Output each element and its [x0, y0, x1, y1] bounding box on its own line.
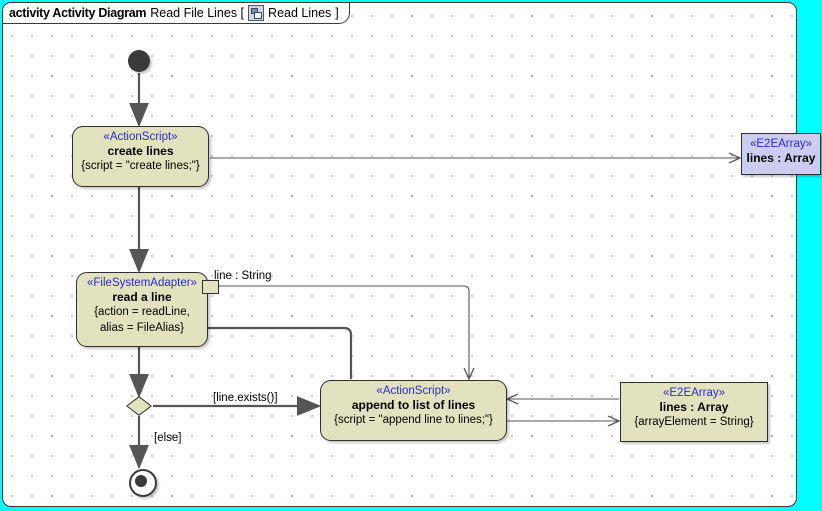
stereotype-label: «FileSystemAdapter»: [87, 277, 197, 289]
diagram-bracket-close: ]: [335, 6, 339, 20]
edge-append-to-read-a-line: [142, 318, 353, 379]
object-properties: {arrayElement = String}: [634, 416, 754, 428]
action-properties: {script = "append line to lines;"}: [334, 414, 493, 426]
output-pin-label: line : String: [214, 270, 272, 282]
action-properties: {script = "create lines;"}: [81, 160, 200, 172]
diagram-title-tab: activity Activity Diagram Read File Line…: [3, 3, 350, 24]
action-properties-line1: {action = readLine,: [94, 306, 190, 318]
stereotype-label: «ActionScript»: [103, 131, 178, 143]
stereotype-label: «ActionScript»: [376, 385, 451, 397]
diagram-keyword: activity Activity Diagram: [9, 6, 147, 20]
action-read-a-line[interactable]: «FileSystemAdapter» read a line {action …: [76, 272, 208, 347]
edge-layer: [129, 73, 797, 470]
stereotype-label: «E2EArray»: [749, 138, 812, 150]
action-create-lines[interactable]: «ActionScript» create lines {script = "c…: [72, 126, 209, 187]
object-name: lines : Array: [659, 400, 729, 414]
guard-else: [else]: [154, 432, 182, 444]
guard-line-exists: [line.exists()]: [213, 392, 278, 404]
action-properties-line2: alias = FileAlias}: [99, 322, 185, 334]
action-append-to-list-of-lines[interactable]: «ActionScript» append to list of lines {…: [320, 380, 507, 441]
output-pin-line[interactable]: [202, 280, 219, 294]
object-name: lines : Array: [746, 151, 816, 165]
object-node-lines-array-top[interactable]: «E2EArray» lines : Array: [741, 133, 821, 175]
action-name: create lines: [107, 144, 174, 158]
initial-node[interactable]: [128, 50, 150, 72]
stereotype-label: «E2EArray»: [662, 387, 725, 399]
activity-diagram-frame: activity Activity Diagram Read File Line…: [2, 2, 797, 507]
decision-node[interactable]: [126, 396, 152, 416]
object-node-lines-array-bottom[interactable]: «E2EArray» lines : Array {arrayElement =…: [620, 382, 768, 442]
action-name: read a line: [112, 290, 172, 304]
diagram-name: Read File Lines [: [150, 6, 245, 20]
diagram-context-name: Read Lines: [268, 6, 332, 20]
edge-pin-to-append: [216, 285, 469, 379]
action-name: append to list of lines: [351, 398, 476, 412]
activity-diagram-icon: [248, 5, 265, 21]
activity-final-node[interactable]: [129, 469, 157, 497]
